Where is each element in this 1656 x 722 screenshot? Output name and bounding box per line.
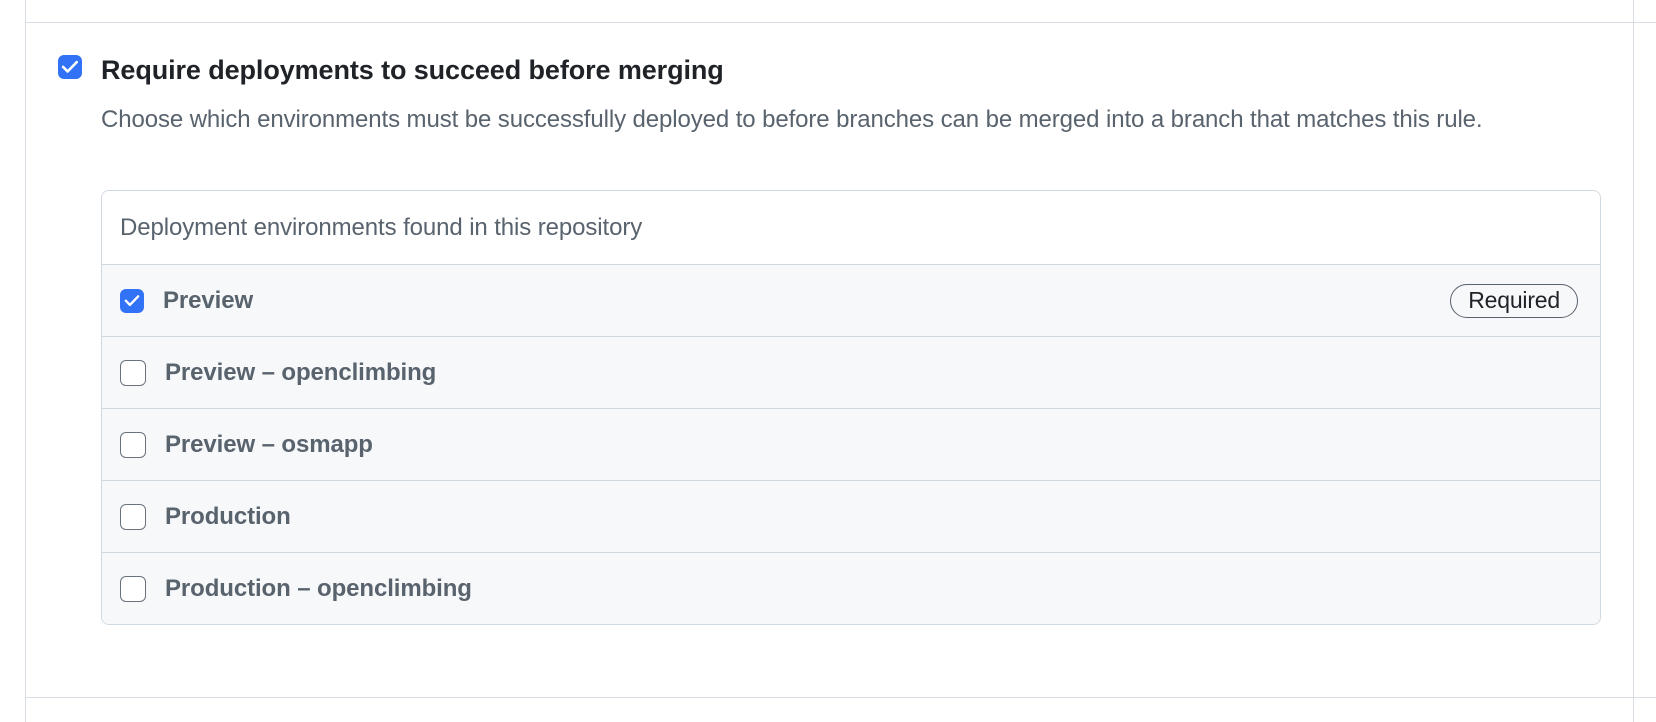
section-divider-bottom [26,697,1656,698]
environment-row[interactable]: Preview – openclimbing [102,336,1600,408]
checkbox-unchecked-icon[interactable] [120,431,146,458]
environment-label: Preview – osmapp [165,430,373,458]
checkbox-checked-icon[interactable] [120,288,144,313]
environment-label: Production – openclimbing [165,574,472,602]
checkbox-unchecked-icon[interactable] [120,503,146,530]
rule-description: Choose which environments must be succes… [101,106,1483,133]
section-divider-top [26,22,1656,23]
environment-row[interactable]: Production [102,480,1600,552]
checkbox-checked-icon[interactable] [58,55,82,79]
deployment-environments-panel: Deployment environments found in this re… [101,190,1601,625]
panel-header-label: Deployment environments found in this re… [102,191,1600,264]
environment-label: Preview – openclimbing [165,358,437,386]
status-badge: Required [1450,283,1578,318]
environment-label: Preview [163,286,254,314]
environment-label: Production [165,502,291,530]
environment-row[interactable]: Production – openclimbing [102,552,1600,624]
checkbox-unchecked-icon[interactable] [120,359,146,386]
rule-header: Require deployments to succeed before me… [58,55,1558,84]
checkbox-unchecked-icon[interactable] [120,575,146,602]
require-deployments-rule: Require deployments to succeed before me… [58,55,1558,139]
environment-row[interactable]: Preview – osmapp [102,408,1600,480]
settings-section-frame [25,0,1634,722]
environment-row[interactable]: Preview Required [102,264,1600,336]
rule-title: Require deployments to succeed before me… [101,55,724,85]
